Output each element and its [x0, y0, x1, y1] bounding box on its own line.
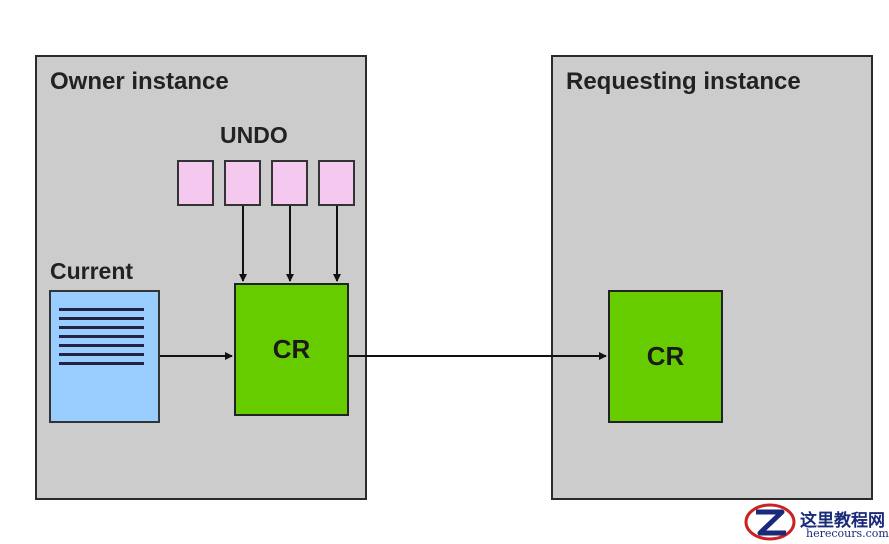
undo-block-3 [271, 160, 308, 206]
owner-instance-panel [35, 55, 367, 500]
owner-cr-label: CR [272, 334, 311, 364]
watermark-title: 这里教程网 [800, 511, 885, 531]
undo-block-1 [177, 160, 214, 206]
z-logo-icon [744, 503, 796, 541]
requesting-cr-block: CR [608, 290, 723, 423]
undo-block-4 [318, 160, 355, 206]
current-block-document [49, 290, 160, 423]
watermark-subtitle: herecours.com [806, 527, 889, 540]
watermark-logo: 这里教程网 herecours.com [742, 500, 889, 544]
owner-instance-title: Owner instance [50, 68, 229, 95]
requesting-instance-panel [551, 55, 873, 500]
current-label: Current [50, 258, 134, 284]
requesting-cr-label: CR [646, 341, 685, 371]
undo-label: UNDO [220, 122, 288, 148]
undo-block-2 [224, 160, 261, 206]
requesting-instance-title: Requesting instance [566, 68, 801, 95]
owner-cr-block: CR [234, 283, 349, 416]
